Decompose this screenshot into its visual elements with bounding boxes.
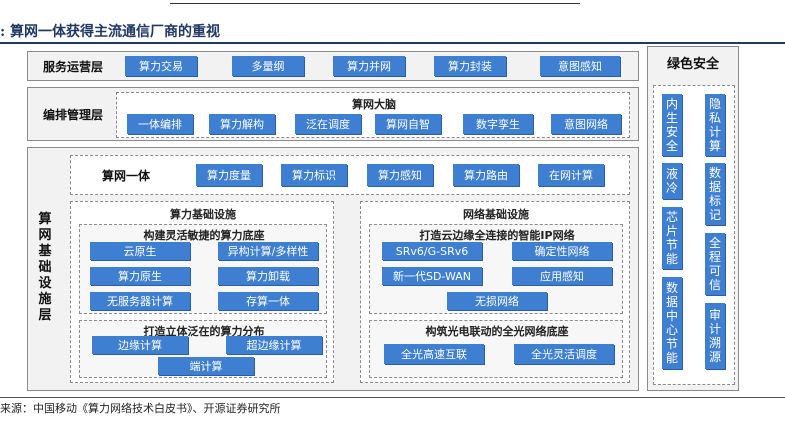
- distributed-compute: 打造立体泛在的算力分布 边缘计算 超边缘计算 端计算: [79, 320, 327, 378]
- integration-item: 在网计算: [538, 164, 604, 186]
- network-brain-box: 算网大脑 一体编排 算力解构 泛在调度 算网自智 数字孪生 意图网络: [116, 92, 630, 138]
- green-security-label: 绿色安全: [666, 56, 719, 72]
- security-item: 隐私计算: [705, 94, 725, 156]
- compute-base-item: 异构计算/多样性: [218, 242, 318, 260]
- compute-network-integration: 算网一体 算力度量 算力标识 算力感知 算力路由 在网计算: [70, 155, 630, 195]
- network-brain-label: 算网大脑: [352, 98, 396, 111]
- service-layer: 服务运营层 算力交易 多量纲 算力并网 算力封装 意图感知: [27, 51, 639, 81]
- optical-network-item: 全光高速互联: [384, 344, 484, 364]
- orchestration-item: 数字孪生: [463, 114, 533, 134]
- intelligent-ip-network: 打造云边缘全连接的智能IP网络 SRv6/G-SRv6 确定性网络 新一代SD-…: [369, 224, 623, 314]
- compute-infrastructure-label: 算力基础设施: [170, 208, 236, 221]
- figure-title: : 算网一体获得主流通信厂商的重视: [0, 24, 221, 40]
- security-item: 全程可信: [705, 233, 725, 295]
- green-security-box: 内生安全 隐私计算 液冷 数据标记 芯片节能 全程可信 数据中心节能 审计溯源: [653, 85, 735, 385]
- service-item: 意图感知: [540, 56, 620, 76]
- network-infrastructure: 网络基础设施 打造云边缘全连接的智能IP网络 SRv6/G-SRv6 确定性网络…: [360, 201, 630, 383]
- integration-item: 算力路由: [453, 164, 519, 186]
- security-item: 液冷: [662, 163, 682, 199]
- orchestration-layer-label: 编排管理层: [42, 107, 103, 122]
- distributed-compute-label: 打造立体泛在的算力分布: [143, 325, 265, 338]
- top-rule: [170, 3, 580, 4]
- ip-network-item: 新一代SD-WAN: [382, 267, 482, 285]
- compute-base-item: 无服务器计算: [90, 292, 190, 310]
- integration-item: 算力标识: [281, 164, 347, 186]
- service-layer-label: 服务运营层: [42, 59, 103, 74]
- ip-network-label: 打造云边缘全连接的智能IP网络: [419, 229, 575, 242]
- optical-network-item: 全光灵活调度: [514, 344, 614, 364]
- service-item: 算力并网: [333, 56, 405, 76]
- integration-label: 算网一体: [101, 168, 150, 183]
- infrastructure-layer: 算网基础设施层 算网一体 算力度量 算力标识 算力感知 算力路由 在网计算 算力…: [27, 147, 639, 391]
- distribution-item: 超边缘计算: [226, 336, 322, 354]
- orchestration-item: 意图网络: [551, 114, 621, 134]
- ip-network-item: SRv6/G-SRv6: [382, 242, 482, 260]
- service-item: 多量纲: [232, 56, 304, 76]
- security-item: 审计溯源: [705, 303, 725, 369]
- integration-item: 算力度量: [196, 164, 262, 186]
- ip-network-item: 应用感知: [512, 267, 612, 285]
- network-infrastructure-label: 网络基础设施: [463, 208, 529, 221]
- orchestration-item: 算力解构: [209, 114, 275, 134]
- integration-item: 算力感知: [367, 164, 433, 186]
- compute-base-item: 算力原生: [90, 267, 190, 285]
- ip-network-item: 无损网络: [447, 292, 547, 310]
- security-item: 数据标记: [705, 163, 725, 225]
- service-item: 算力交易: [125, 56, 197, 76]
- title-rule: [0, 42, 785, 44]
- orchestration-item: 一体编排: [127, 114, 193, 134]
- bottom-rule: [0, 397, 785, 398]
- compute-infrastructure: 算力基础设施 构建灵活敏捷的算力底座 云原生 异构计算/多样性 算力原生 算力卸…: [70, 201, 334, 383]
- flexible-compute-label: 构建灵活敏捷的算力底座: [143, 229, 265, 242]
- security-item: 数据中心节能: [662, 277, 682, 369]
- service-item: 算力封装: [434, 56, 506, 76]
- compute-base-item: 算力卸载: [218, 267, 318, 285]
- distribution-item: 端计算: [158, 357, 254, 375]
- green-security-panel: 绿色安全 内生安全 隐私计算 液冷 数据标记 芯片节能 全程可信 数据中心节能 …: [647, 46, 739, 391]
- orchestration-item: 泛在调度: [295, 114, 361, 134]
- security-item: 内生安全: [662, 94, 682, 156]
- flexible-compute-base: 构建灵活敏捷的算力底座 云原生 异构计算/多样性 算力原生 算力卸载 无服务器计…: [79, 224, 327, 314]
- compute-base-item: 存算一体: [218, 292, 318, 310]
- orchestration-layer: 编排管理层 算网大脑 一体编排 算力解构 泛在调度 算网自智 数字孪生 意图网络: [27, 87, 639, 141]
- optical-network-label: 构筑光电联动的全光网络底座: [425, 325, 569, 338]
- ip-network-item: 确定性网络: [512, 242, 612, 260]
- all-optical-network: 构筑光电联动的全光网络底座 全光高速互联 全光灵活调度: [369, 320, 623, 378]
- security-item: 芯片节能: [662, 207, 682, 269]
- source-note: 来源：中国移动《算力网络技术白皮书》、开源证券研究所: [0, 402, 281, 415]
- infrastructure-layer-label: 算网基础设施层: [38, 212, 52, 323]
- compute-base-item: 云原生: [90, 242, 190, 260]
- orchestration-item: 算网自智: [375, 114, 441, 134]
- distribution-item: 边缘计算: [92, 336, 188, 354]
